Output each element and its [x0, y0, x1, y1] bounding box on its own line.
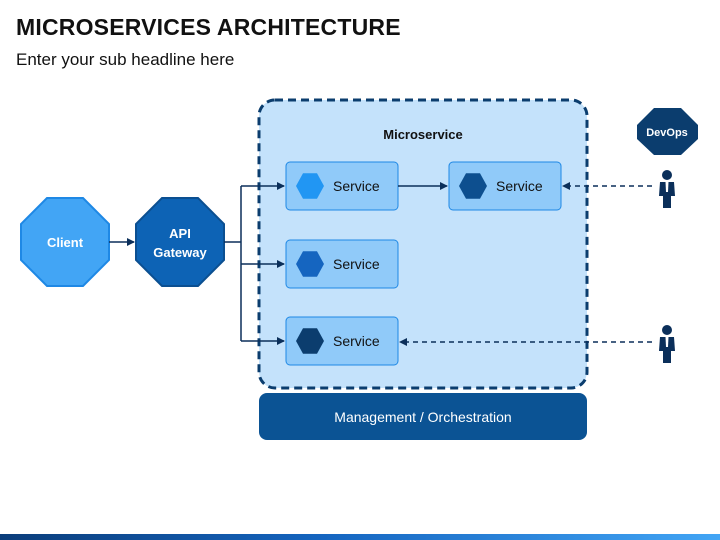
api-gateway-node: API Gateway — [135, 197, 225, 287]
devops-label: DevOps — [646, 127, 688, 139]
hexagon-icon — [296, 328, 324, 354]
service-label-3: Service — [333, 256, 380, 272]
service-box-2: Service — [448, 161, 562, 211]
service-label-1: Service — [333, 178, 380, 194]
client-node: Client — [20, 197, 110, 287]
page-subtitle: Enter your sub headline here — [16, 50, 235, 69]
hexagon-icon — [296, 173, 324, 199]
management-bar — [259, 393, 587, 440]
service-box-3: Service — [285, 239, 399, 289]
service-box-1: Service — [285, 161, 399, 211]
page-title: MICROSERVICES ARCHITECTURE — [16, 14, 401, 40]
hexagon-icon — [296, 251, 324, 277]
gateway-label-line1: API — [169, 226, 191, 241]
client-label: Client — [47, 235, 84, 250]
management-label: Management / Orchestration — [334, 409, 511, 425]
microservice-title: Microservice — [383, 127, 463, 142]
footer-accent-bar — [0, 534, 720, 540]
devops-node: DevOps — [637, 108, 698, 155]
person-icon — [659, 325, 675, 363]
service-label-4: Service — [333, 333, 380, 349]
service-label-2: Service — [496, 178, 543, 194]
hexagon-icon — [459, 173, 487, 199]
person-icon — [659, 170, 675, 208]
gateway-label-line2: Gateway — [153, 245, 207, 260]
service-box-4: Service — [285, 316, 399, 366]
